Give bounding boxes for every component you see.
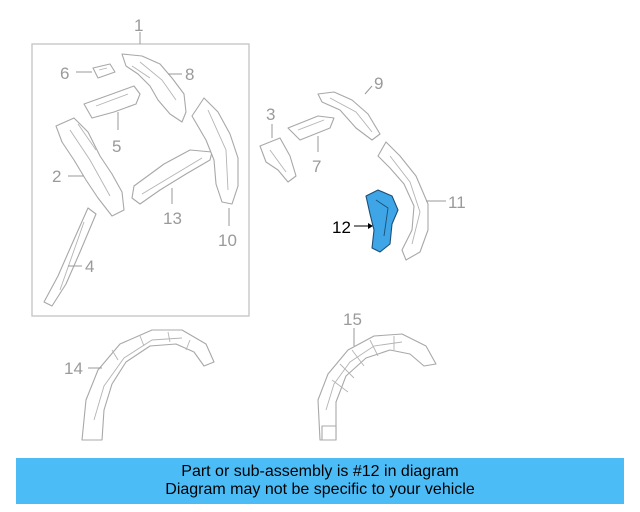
label-8: 8	[185, 65, 194, 84]
part-4	[43, 207, 97, 307]
label-10: 10	[218, 231, 237, 250]
part-12	[365, 189, 399, 253]
part-5	[83, 85, 141, 119]
parts-diagram: 1 6 8 5 2 4 13 10	[31, 16, 466, 441]
label-13: 13	[163, 209, 182, 228]
part-14	[81, 329, 215, 441]
info-banner: Part or sub-assembly is #12 in diagram D…	[16, 458, 624, 504]
part-13	[131, 149, 213, 205]
arrow-12	[368, 223, 373, 229]
banner-line-2: Diagram may not be specific to your vehi…	[165, 481, 475, 498]
part-2	[55, 117, 125, 217]
label-12: 12	[332, 218, 351, 237]
part-7	[287, 115, 335, 141]
banner-line-1: Part or sub-assembly is #12 in diagram	[181, 463, 459, 480]
label-3: 3	[266, 105, 275, 124]
part-3	[259, 137, 297, 183]
part-11	[377, 141, 429, 261]
label-2: 2	[52, 167, 61, 186]
label-15: 15	[343, 310, 362, 329]
label-4: 4	[85, 257, 94, 276]
label-1: 1	[134, 16, 143, 35]
label-6: 6	[60, 64, 69, 83]
label-11: 11	[448, 193, 466, 212]
label-7: 7	[312, 157, 321, 176]
part-10	[191, 97, 239, 205]
part-6	[92, 63, 116, 79]
label-5: 5	[112, 137, 121, 156]
part-15	[317, 333, 437, 441]
part-9	[317, 91, 381, 141]
part-8	[121, 53, 187, 123]
label-9: 9	[374, 74, 383, 93]
label-14: 14	[64, 359, 83, 378]
